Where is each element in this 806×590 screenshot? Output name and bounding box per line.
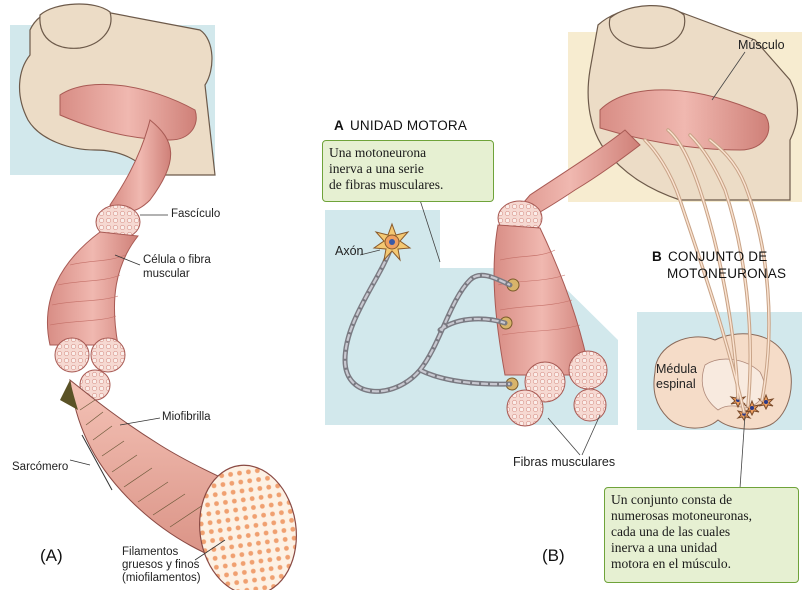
label-sarcomero: Sarcómero bbox=[12, 460, 68, 474]
fist-b bbox=[609, 6, 684, 49]
fiber-end-b bbox=[574, 389, 606, 421]
muscle-fibers bbox=[47, 232, 138, 345]
header-letter-a: A bbox=[334, 118, 344, 133]
label-miofibrilla: Miofibrilla bbox=[162, 410, 211, 424]
caption-a: (A) bbox=[40, 546, 63, 566]
label-celula-fibra-muscular: Célula o fibra muscular bbox=[143, 253, 211, 281]
header-unidad-motora: A UNIDAD MOTORA bbox=[334, 118, 467, 133]
fiber-end bbox=[55, 338, 89, 372]
label-fibras-musculares: Fibras musculares bbox=[513, 455, 615, 469]
panel-a bbox=[10, 4, 305, 590]
panel-b bbox=[325, 6, 802, 488]
fiber-end-b bbox=[507, 390, 543, 426]
header-conjunto-line1: CONJUNTO DE bbox=[668, 249, 767, 264]
label-musculo: Músculo bbox=[738, 38, 785, 52]
header-conjunto-line2: MOTONEURONAS bbox=[667, 266, 786, 281]
caption-b: (B) bbox=[542, 546, 565, 566]
callout-conjunto: Un conjunto consta de numerosas motoneur… bbox=[604, 487, 799, 583]
label-fasciculo: Fascículo bbox=[171, 207, 220, 221]
header-unidad-motora-title: UNIDAD MOTORA bbox=[350, 118, 467, 133]
fiber-end-b bbox=[569, 351, 607, 389]
callout-unidad-motora: Una motoneurona inerva a una serie de fi… bbox=[322, 140, 494, 202]
label-medula-espinal: Médula espinal bbox=[656, 362, 697, 392]
header-conjunto: B CONJUNTO DE MOTONEURONAS bbox=[652, 248, 786, 282]
label-filamentos: Filamentos gruesos y finos (miofilamento… bbox=[122, 546, 201, 585]
header-letter-b: B bbox=[652, 249, 662, 264]
fiber-end bbox=[91, 338, 125, 372]
label-axon: Axón bbox=[335, 244, 364, 258]
